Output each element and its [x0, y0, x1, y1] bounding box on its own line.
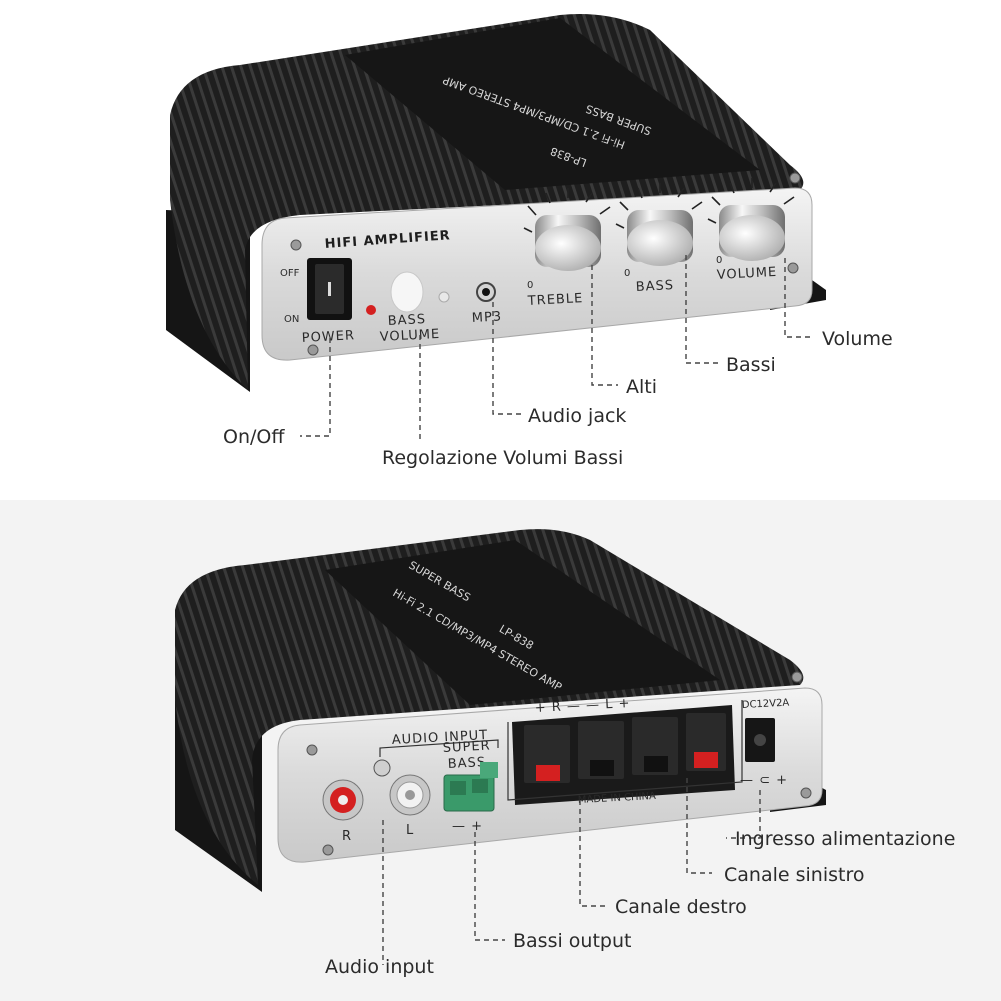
callout-bassi: Bassi — [726, 354, 776, 376]
mp3-label: MP3 — [471, 309, 502, 326]
callout-canale-destro: Canale destro — [615, 896, 747, 918]
bass-zero: 0 — [624, 268, 630, 279]
screw — [306, 744, 318, 756]
callout-audio-input: Audio input — [325, 956, 434, 978]
bass-knob[interactable] — [615, 183, 703, 266]
sub-polarity-label: — + — [452, 819, 483, 834]
callout-audio-jack: Audio jack — [528, 405, 626, 427]
screw — [307, 344, 319, 356]
mp3-jack-hole — [482, 288, 490, 296]
callout-canale-sinistro: Canale sinistro — [724, 864, 864, 886]
dc-polarity: — ⊂ + — [740, 773, 788, 788]
treble-label: TREBLE — [526, 291, 583, 309]
dc-label: DC12V2A — [742, 698, 790, 711]
super-bass-terminal[interactable] — [443, 762, 498, 812]
switch-off-label: OFF — [280, 268, 300, 279]
rear-top-lid — [325, 540, 720, 705]
screw — [791, 671, 803, 683]
top-lid — [345, 18, 760, 190]
volume-knob[interactable] — [707, 178, 795, 261]
ground-screw — [373, 759, 391, 777]
rca-l-label: L — [406, 823, 414, 838]
screw — [789, 172, 801, 184]
switch-on-label: ON — [284, 314, 299, 325]
callout-on-off: On/Off — [223, 426, 285, 448]
rca-right-jack[interactable] — [322, 779, 364, 821]
terminal-labels: + R — — L + — [534, 696, 630, 716]
callout-alti: Alti — [626, 376, 657, 398]
rca-left-jack[interactable] — [389, 774, 431, 816]
front-amplifier: Hi-Fi 2.1 CD/MP3/MP4 STEREO AMP LP-838 S… — [166, 14, 826, 392]
callout-volume: Volume — [822, 328, 893, 350]
speaker-terminal-block[interactable] — [512, 705, 735, 805]
screw — [787, 262, 799, 274]
dc-power-jack[interactable] — [745, 718, 775, 762]
callout-ingresso: Ingresso alimentazione — [735, 828, 955, 850]
power-rocker-mark — [328, 282, 331, 296]
bass-volume-label-bottom: VOLUME — [379, 327, 440, 345]
right-positive-clip[interactable] — [536, 765, 560, 781]
treble-zero: 0 — [527, 280, 533, 291]
bass-volume-label-top: BASS — [387, 312, 426, 329]
super-label: SUPER — [442, 739, 491, 756]
right-negative-clip[interactable] — [590, 760, 614, 776]
volume-label: VOLUME — [716, 265, 777, 283]
bass-label: BASS — [635, 278, 674, 295]
treble-knob[interactable] — [523, 188, 611, 271]
indicator-led — [438, 291, 450, 303]
rca-r-label: R — [342, 829, 352, 844]
audio-input-label: AUDIO INPUT — [391, 728, 488, 748]
screw — [290, 239, 302, 251]
left-positive-clip[interactable] — [694, 752, 718, 768]
rear-heatsink-body — [175, 529, 804, 885]
volume-zero: 0 — [716, 255, 722, 266]
rear-callouts — [382, 778, 761, 965]
callout-bassi-output: Bassi output — [513, 930, 631, 952]
screw — [322, 844, 334, 856]
front-callouts — [300, 255, 810, 442]
bass-volume-knob[interactable] — [390, 271, 424, 313]
power-label: POWER — [301, 328, 355, 346]
left-negative-clip[interactable] — [644, 756, 668, 772]
callout-regolazione: Regolazione Volumi Bassi — [382, 447, 623, 469]
made-in-china: MADE IN CHINA — [578, 791, 657, 806]
screw — [800, 787, 812, 799]
bass-out-label: BASS — [447, 755, 486, 772]
rear-amplifier: SUPER BASS Hi-Fi 2.1 CD/MP3/MP4 STEREO A… — [175, 529, 826, 892]
power-led — [366, 305, 376, 315]
